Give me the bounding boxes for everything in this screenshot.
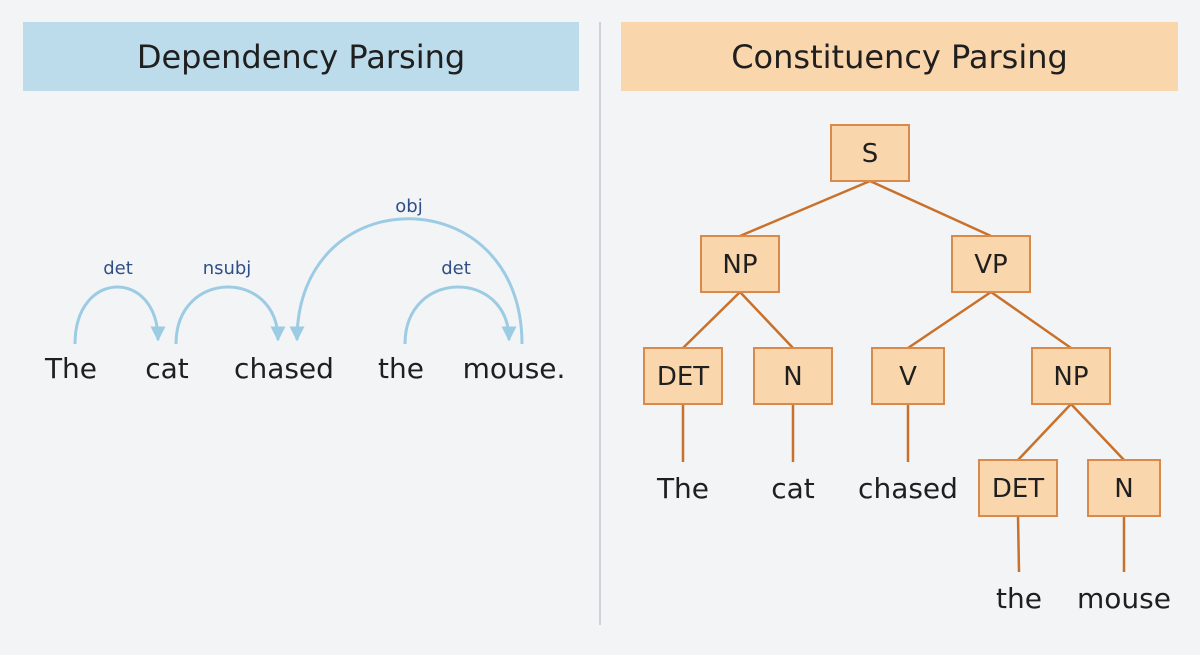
constituency-node-box (1087, 459, 1161, 517)
constituency-edge (907, 290, 992, 350)
constituency-node-box (643, 347, 723, 405)
dependency-relation-label: obj (395, 196, 422, 217)
constituency-leaf-word: the (996, 582, 1042, 615)
constituency-node-box (871, 347, 945, 405)
constituency-node-box (1031, 347, 1111, 405)
constituency-leaf-word: The (656, 472, 709, 505)
constituency-node-label: V (899, 362, 917, 392)
dependency-arc (289, 217, 524, 345)
constituency-node-label: N (1114, 474, 1133, 504)
constituency-node-box (951, 235, 1031, 293)
dependency-arc (73, 285, 166, 345)
constituency-panel-title: Constituency Parsing (621, 22, 1178, 91)
constituency-leaf-word: mouse (1077, 582, 1171, 615)
constituency-node-label: DET (992, 474, 1044, 504)
dependency-relation-label: det (441, 258, 471, 279)
constituency-leaf-word: chased (858, 472, 958, 505)
constituency-edge (739, 291, 794, 349)
dependency-relation-label: nsubj (203, 258, 252, 279)
dependency-word: cat (145, 352, 189, 385)
constituency-leaf-edge (1016, 515, 1021, 573)
constituency-node-label: VP (974, 250, 1007, 280)
constituency-node-label: NP (1053, 362, 1088, 392)
dependency-word: the (378, 352, 424, 385)
constituency-node-label: N (783, 362, 802, 392)
panel-divider (599, 22, 601, 625)
constituency-edge (1070, 403, 1125, 461)
constituency-tree: S NP VP DET N V NP DET N The cat chased the mouse (643, 124, 1171, 615)
constituency-edge (739, 179, 871, 238)
constituency-node-label: S (862, 139, 879, 169)
constituency-node-box (753, 347, 833, 405)
dependency-word: mouse. (463, 352, 566, 385)
constituency-leaf-word: cat (771, 472, 815, 505)
constituency-edge (1017, 403, 1072, 461)
dependency-relation-label: det (103, 258, 133, 279)
constituency-node-box (978, 459, 1058, 517)
constituency-node-box (700, 235, 780, 293)
constituency-edge (869, 179, 992, 238)
constituency-edge (682, 291, 741, 349)
dependency-panel-title: Dependency Parsing (23, 22, 579, 91)
dependency-word: The (44, 352, 97, 385)
dependency-tree: The cat chased the mouse. det nsubj obj det (44, 196, 565, 385)
dependency-arc (403, 285, 517, 345)
constituency-node-label: DET (657, 362, 709, 392)
dependency-word: chased (234, 352, 334, 385)
constituency-node-label: NP (722, 250, 757, 280)
constituency-edge (990, 290, 1072, 350)
constituency-node-box (830, 124, 910, 182)
dependency-arc (174, 285, 286, 345)
